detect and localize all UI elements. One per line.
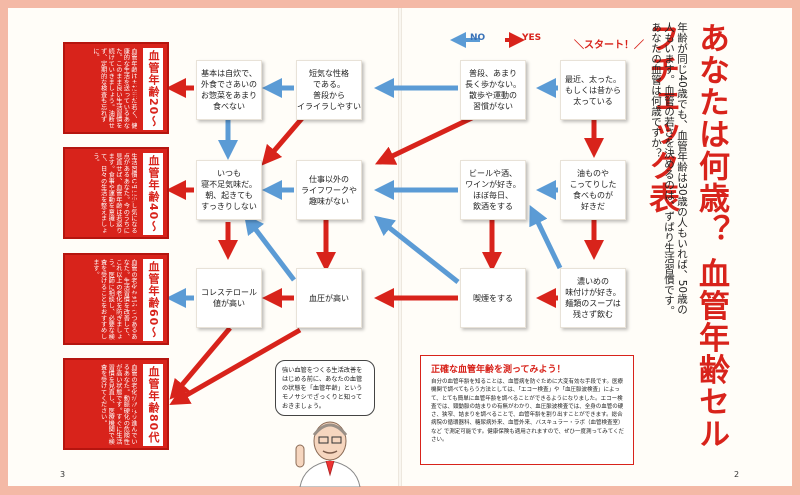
question-box-9: 濃いめの 味付けが好き。 麺類のスープは 残さず飲む [560, 268, 626, 328]
page-number-left: 3 [60, 470, 66, 479]
info-heading: 正確な血管年齢を測ってみよう！ [431, 365, 566, 375]
arrow-b3-b8 [261, 114, 306, 166]
start-label: ＼スタート！／ [574, 40, 644, 51]
decade-label: 血管年齢20〜30代 [127, 48, 163, 130]
decade-text: 血管の老化が進みつつあるあなた。生活習慣を改善して、これ以上の老化を防ぎましょう… [92, 259, 137, 340]
decade-box-80-plus: 血管の老化がかなり進んでいるあなた。動脈硬化の危険性が高い状態です。すぐに生活習… [63, 358, 169, 450]
question-box-5: 油ものや こってりした 食べものが 好きだ [560, 160, 626, 220]
arrow-b2-b7 [374, 113, 478, 165]
info-body: 自分の血管年齢を知ることは、血管病を防ぐために大変有効な手段です。医療機関で調べ… [431, 379, 625, 444]
info-panel: 正確な血管年齢を測ってみよう！ 自分の血管年齢を知ることは、血管病を防ぐために大… [420, 355, 634, 465]
arrow-b11-decade4 [169, 327, 302, 405]
question-box-4: 基本は自炊で、 外食でさあいの お惣菜をあまり 食べない [196, 60, 262, 120]
question-box-1: 最近、太った。 もしくは昔から 太っている [560, 60, 626, 120]
decade-label: 血管年齢60〜70代 [127, 259, 163, 341]
question-box-3: 短気な性格 である。 普段から イライラしやすい [296, 60, 362, 120]
arrow-b9-b6 [529, 204, 563, 270]
decade-box-20-30: 血管年齢はまだまだ若く、健康的な生活を送っているあなた。このまま良い生活習慣を続… [63, 42, 169, 134]
decade-text: 血管の老化がかなり進んでいるあなた。動脈硬化の危険性が高い状態です。すぐに生活習… [99, 364, 137, 445]
decade-label: 血管年齢40〜50代 [127, 153, 163, 235]
decade-text: 血管年齢はまだまだ若く、健康的な生活を送っているあなた。このまま良い生活習慣を続… [92, 48, 137, 129]
decade-text: 生活習慣の中に少し気になる点があるあなた。今のうちに見直せば、血管年齢は若返りま… [92, 153, 137, 234]
page-title: あなたは何歳？ 血管年齢セルフチェック表 [643, 22, 729, 450]
arrow-b11-b8 [243, 214, 296, 282]
page-subtitle: 年齢が同じ40歳でも、血管年齢は30歳の人もいれば、50歳の人もいます。血管の若… [650, 22, 688, 316]
page-number-right: 2 [734, 470, 740, 479]
question-box-6: ビールや酒、 ワインが好き。 ほぼ毎日、 飲酒をする [460, 160, 526, 220]
question-box-7: 仕事以外の ライフワークや 趣味がない [296, 160, 362, 220]
decade-label: 血管年齢80代以上 [127, 364, 163, 446]
question-box-12: コレステロール 値が高い [196, 268, 262, 328]
decade-box-60-70: 血管の老化が進みつつあるあなた。生活習慣を改善して、これ以上の老化を防ぎましょう… [63, 253, 169, 345]
question-box-11: 血圧が高い [296, 268, 362, 328]
question-box-8: いつも 寝不足気味だ。 朝、起きても すっきりしない [196, 160, 262, 220]
question-box-10: 喫煙をする [460, 268, 526, 328]
doctor-speech-bubble: 強い血管をつくる生活改善をはじめる前に、あなたの血管の状態を「血管年齢」というモ… [275, 360, 375, 416]
legend-yes-label: YES [522, 33, 542, 43]
doctor-illustration [295, 421, 361, 487]
arrow-b12-decade4 [169, 326, 232, 400]
legend-no-label: NO [470, 33, 486, 43]
gutter [398, 8, 402, 486]
arrow-b10-b7 [374, 215, 460, 284]
question-box-2: 普段、あまり 長く歩かない。 散歩や運動の 習慣がない [460, 60, 526, 120]
decade-box-40-50: 生活習慣の中に少し気になる点があるあなた。今のうちに見直せば、血管年齢は若返りま… [63, 147, 169, 239]
